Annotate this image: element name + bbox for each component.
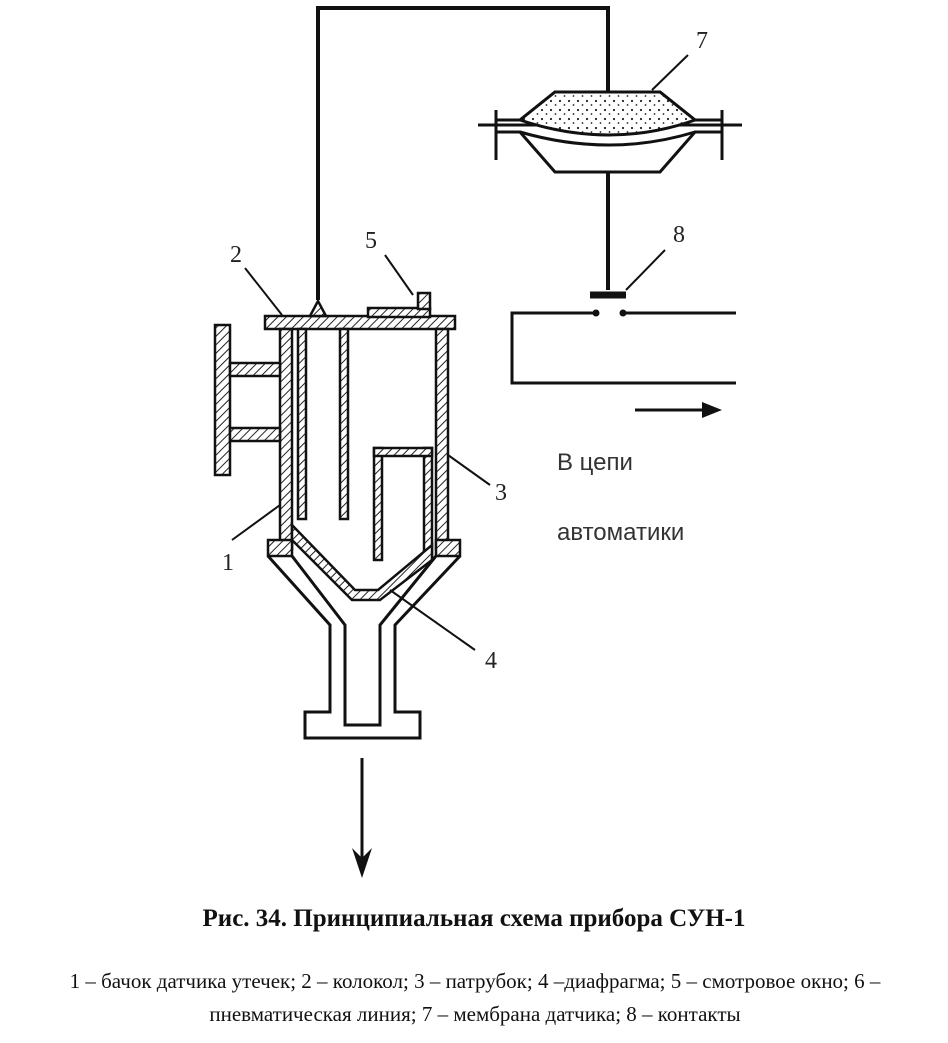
label-2: 2: [230, 242, 242, 268]
label-8: 8: [673, 222, 685, 248]
label-3: 3: [495, 480, 507, 506]
pneumatic-line: [316, 6, 610, 300]
note-line-1: В цепи: [557, 449, 633, 476]
label-1: 1: [222, 550, 234, 576]
sensor-tank: [213, 291, 462, 602]
label-5: 5: [365, 228, 377, 254]
figure-legend: 1 – бачок датчика утечек; 2 – колокол; 3…: [69, 969, 881, 1026]
label-7: 7: [696, 28, 708, 54]
sun1-schematic: 2 5 7 8 3 1 4 В цепи автоматики: [213, 6, 742, 878]
leader-lines: [231, 54, 689, 651]
label-4: 4: [485, 648, 497, 674]
figure-title: Рис. 34. Принципиальная схема прибора СУ…: [202, 905, 746, 932]
funnel-outlet: [266, 554, 462, 878]
contacts: [510, 291, 736, 418]
note-line-2: автоматики: [557, 519, 684, 546]
sensor-membrane: [478, 90, 742, 174]
